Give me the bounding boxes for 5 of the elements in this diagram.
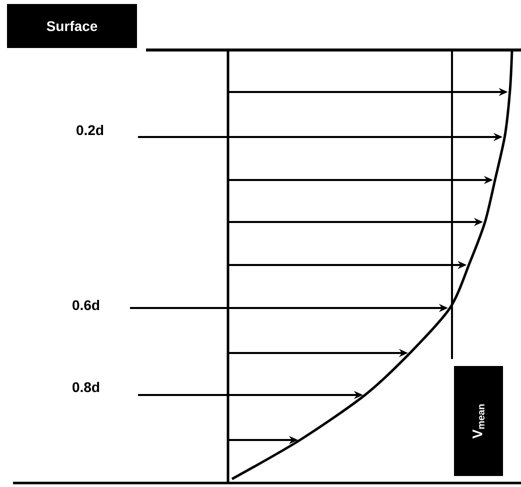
depth-label: 0.8d	[72, 382, 100, 392]
depth-label: 0.2d	[76, 124, 104, 136]
label-box: V$_{mean}$	[454, 366, 503, 476]
label-box: Surface	[7, 4, 137, 48]
depth-label: 0.6d	[72, 300, 100, 310]
